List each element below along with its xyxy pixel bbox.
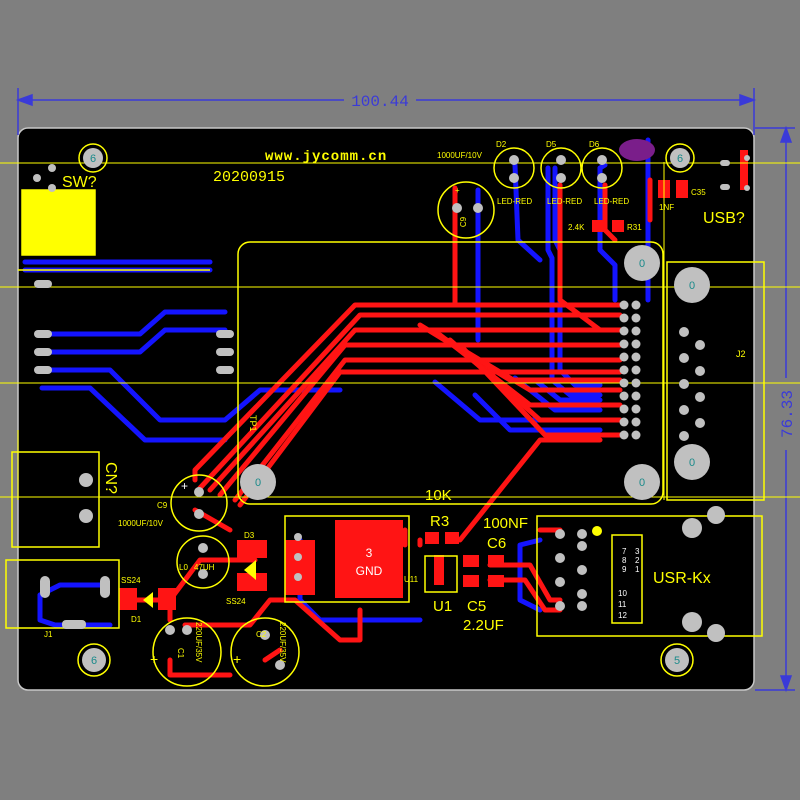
r3-value: 10K [425, 487, 452, 504]
plus-sign: + [455, 186, 460, 195]
ss24-b-label: SS24 [226, 597, 246, 606]
d2-label: D2 [496, 140, 507, 149]
led-red-3: LED-RED [594, 197, 629, 206]
gnd-pin-number: 3 [366, 546, 373, 560]
j2-label: J2 [736, 349, 746, 359]
mount-label: 0 [255, 477, 261, 489]
mounting-holes [82, 148, 710, 672]
c9-bottom-value: 1000UF/10V [118, 519, 164, 528]
top-copper-layer [132, 177, 653, 678]
mount-label: 5 [674, 655, 680, 667]
pin1-marker [592, 526, 602, 536]
u1-label: U1 [433, 598, 452, 615]
c9-top-value: 1000UF/10V [437, 151, 483, 160]
l0-label: L0 [179, 563, 188, 572]
c5-label: C5 [467, 598, 486, 615]
l0-value: 47UH [194, 563, 215, 572]
rj-pin: 12 [618, 611, 627, 620]
mount-label: 6 [91, 655, 97, 667]
silkscreen-layer [0, 143, 800, 687]
mount-label: 6 [677, 153, 683, 165]
c6-label: C6 [487, 535, 506, 552]
c5-value: 2.2UF [463, 617, 504, 634]
rj-pin: 1 [635, 565, 640, 574]
d3-polarity-marker [244, 560, 256, 580]
gnd-label: GND [356, 564, 383, 578]
mount-label: 0 [639, 477, 645, 489]
rj45-pin-numbers: 7 8 9 3 2 1 10 11 12 [618, 547, 640, 620]
u1-top-label: U11 [404, 575, 419, 584]
c2-value: 220UF/35V [278, 622, 287, 663]
d3-label: D3 [244, 531, 255, 540]
c1-label: C1 [176, 648, 185, 659]
date-code: 20200915 [213, 169, 285, 186]
rj-pin: 11 [618, 600, 627, 609]
website-url: www.jycomm.cn [265, 149, 387, 165]
c9-top-label: C9 [459, 216, 468, 227]
tp-label: TP1 [248, 415, 258, 432]
plus-sign: + [181, 479, 188, 493]
left-edge-pads [34, 160, 730, 629]
mount-label: 6 [90, 153, 96, 165]
rj-pin: 7 [622, 547, 627, 556]
led-red-2: LED-RED [547, 197, 582, 206]
r31-label: R31 [627, 223, 642, 232]
rj-pin: 9 [622, 565, 627, 574]
rj-pin: 3 [635, 547, 640, 556]
d1-polarity-marker [143, 592, 153, 608]
c1-value: 220UF/35V [194, 622, 203, 663]
c35-value: 1NF [659, 203, 674, 212]
u1-copper-pour [335, 520, 403, 598]
c6-value: 100NF [483, 515, 528, 532]
rj-pin: 2 [635, 556, 640, 565]
led-red-1: LED-RED [497, 197, 532, 206]
d1-label: D1 [131, 615, 142, 624]
plus-sign: + [150, 651, 158, 667]
c9-bottom-label: C9 [157, 501, 168, 510]
c35-label: C35 [691, 188, 706, 197]
silk-text: www.jycomm.cn 20200915 SW? USB? CN? J2 T… [44, 140, 746, 667]
rj-pin: 10 [618, 589, 627, 598]
cn-label: CN? [102, 462, 119, 494]
r3-label: R3 [430, 513, 449, 530]
dimension-width-label: 100.44 [351, 93, 409, 111]
d6-label: D6 [589, 140, 600, 149]
rj-pin: 8 [622, 556, 627, 565]
r31-value: 2.4K [568, 223, 585, 232]
sw-label: SW? [62, 174, 97, 191]
d5-label: D5 [546, 140, 557, 149]
j2-header-pads [33, 155, 750, 670]
mount-label: 0 [689, 280, 695, 292]
ss24-a-label: SS24 [121, 576, 141, 585]
c2-label: C2 [256, 630, 267, 639]
mount-label: 0 [689, 457, 695, 469]
usr-label: USR-Kx [653, 570, 711, 587]
j1-label: J1 [44, 630, 53, 639]
mount-label: 0 [639, 258, 645, 270]
plus-sign: + [233, 651, 241, 667]
usb-label: USB? [703, 210, 745, 227]
dimension-height-label: 76.33 [779, 390, 797, 438]
